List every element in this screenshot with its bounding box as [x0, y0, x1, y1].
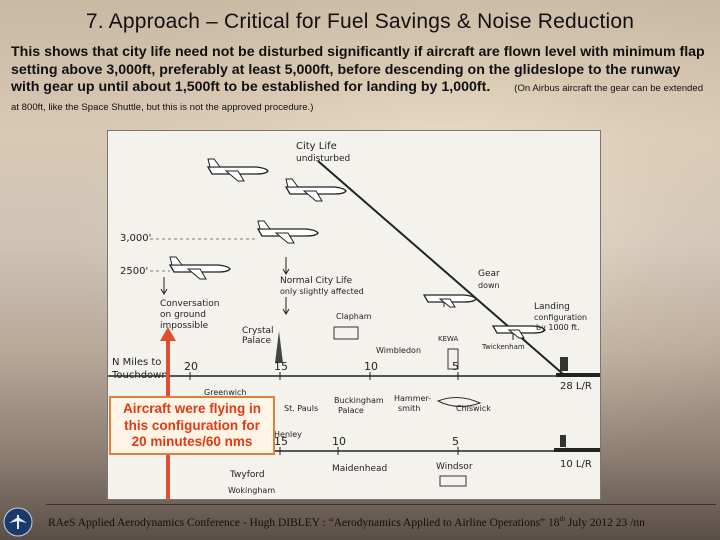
- label-greenwich: Greenwich: [204, 388, 246, 397]
- label-twyford: Twyford: [229, 470, 265, 480]
- label-hammersmith-1: Hammer-: [394, 394, 431, 403]
- label-gear: Gear: [478, 269, 500, 279]
- building-icon-kew: [447, 348, 459, 370]
- label-alt-3000: 3,000': [120, 233, 151, 244]
- label-henley: Henley: [274, 430, 302, 439]
- footer-day-suffix: th: [559, 515, 565, 523]
- tower-icon-airport: [560, 357, 568, 371]
- label-hammersmith-2: smith: [398, 404, 420, 413]
- aircraft-icon-6: [491, 325, 546, 340]
- callout-box: Aircraft were flying in this configurati…: [109, 396, 275, 455]
- label-n-miles: N Miles to: [112, 357, 161, 368]
- river-icon: [436, 397, 482, 407]
- red-arrow-head: [160, 327, 176, 341]
- label-twickenham: Twickenham: [481, 343, 525, 351]
- label-windsor: Windsor: [436, 462, 473, 472]
- castle-icon: [439, 475, 467, 487]
- bottom-ticks: 15 10 5: [274, 435, 459, 455]
- label-city-life: City Life: [296, 141, 337, 152]
- label-palace: Palace: [242, 336, 272, 346]
- building-icon-clapham: [333, 326, 359, 340]
- aircraft-icon-5: [422, 294, 477, 308]
- callout-line-1: Aircraft were flying in: [122, 401, 262, 416]
- callout-line-2: this configuration for: [124, 417, 260, 433]
- label-st-pauls: St. Pauls: [284, 404, 318, 413]
- footer: RAeS Applied Aerodynamics Conference - H…: [48, 515, 720, 529]
- label-maidenhead: Maidenhead: [332, 464, 387, 474]
- runway-bar-bottom: [554, 448, 600, 452]
- label-by-1000ft: by 1000 ft.: [536, 323, 580, 332]
- tower-icon: [275, 331, 283, 363]
- aircraft-icon-4: [168, 256, 231, 280]
- top-tick-label: 15: [274, 360, 288, 373]
- footer-page: 23 /nn: [615, 516, 645, 529]
- label-undisturbed: undisturbed: [296, 154, 350, 164]
- bottom-tick-label: 10: [332, 435, 346, 448]
- footer-date: July 2012: [567, 516, 613, 529]
- label-clapham: Clapham: [336, 312, 372, 321]
- bottom-tick-label: 15: [274, 435, 288, 448]
- slide-title: 7. Approach – Critical for Fuel Savings …: [85, 10, 635, 33]
- label-slightly-affected: only slightly affected: [280, 287, 364, 296]
- label-on-ground: on ground: [160, 310, 206, 320]
- label-wimbledon: Wimbledon: [376, 346, 421, 355]
- intro-paragraph: This shows that city life need not be di…: [11, 44, 711, 116]
- approach-diagram-svg: City Life undisturbed 3,000' 2500' Norma…: [108, 141, 600, 499]
- raes-logo-icon: [3, 507, 33, 537]
- label-runway-bottom: 10 L/R: [560, 459, 592, 470]
- label-buckingham: Buckingham: [334, 396, 384, 405]
- runway-bar-top: [556, 373, 600, 377]
- label-down: down: [478, 281, 500, 290]
- label-chiswick: Chiswick: [456, 404, 491, 413]
- top-tick-label: 10: [364, 360, 378, 373]
- aircraft-icon-1: [206, 158, 269, 182]
- tower-icon-airport-2: [560, 435, 566, 447]
- label-crystal: Crystal: [242, 326, 274, 336]
- label-configuration: configuration: [534, 313, 587, 322]
- top-ticks: 20 15 10 5: [184, 360, 459, 380]
- aircraft-icon-3: [256, 220, 319, 244]
- aircraft-icon-2: [284, 178, 347, 202]
- label-conversation: Conversation: [160, 299, 220, 309]
- bottom-tick-label: 5: [452, 435, 459, 448]
- label-runway-top: 28 L/R: [560, 381, 592, 392]
- label-kewa: KEWA: [438, 335, 459, 343]
- footer-divider: [46, 504, 716, 505]
- approach-diagram: City Life undisturbed 3,000' 2500' Norma…: [107, 130, 601, 500]
- top-tick-label: 5: [452, 360, 459, 373]
- intro-note: (On Airbus aircraft the gear can be exte…: [11, 83, 704, 113]
- label-impossible: impossible: [160, 321, 209, 331]
- label-buckingham-palace: Palace: [338, 406, 364, 415]
- intro-text: This shows that city life need not be di…: [11, 44, 705, 95]
- label-normal-city-life: Normal City Life: [280, 276, 353, 286]
- label-landing: Landing: [534, 302, 570, 312]
- label-wokingham: Wokingham: [228, 486, 275, 495]
- top-tick-label: 20: [184, 360, 198, 373]
- footer-day: 18: [548, 516, 560, 529]
- label-alt-2500: 2500': [120, 266, 148, 277]
- footer-text: RAeS Applied Aerodynamics Conference - H…: [48, 516, 546, 529]
- callout-line-3: 20 minutes/60 nms: [131, 434, 253, 449]
